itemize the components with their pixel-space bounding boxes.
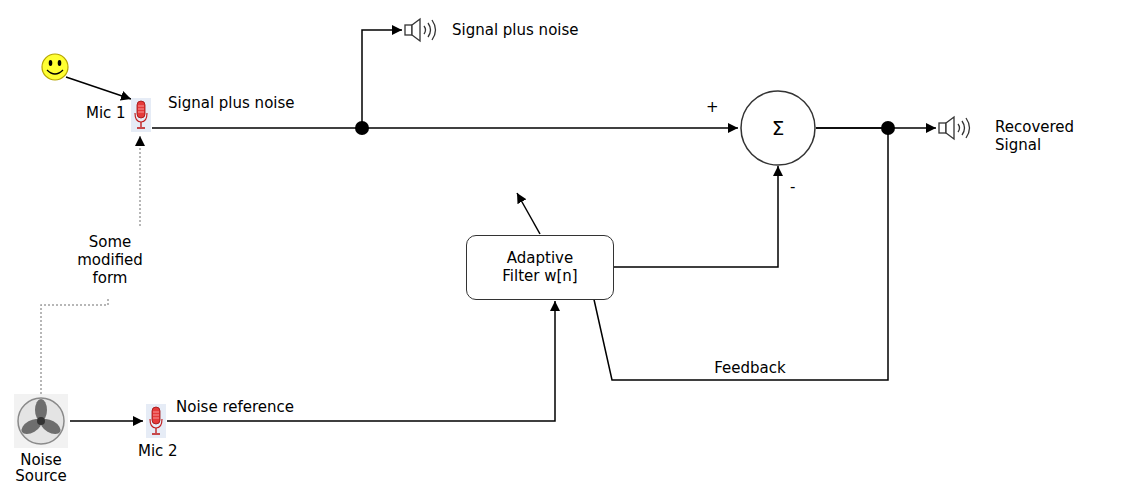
microphone-icon	[146, 404, 166, 438]
reference-wire	[167, 301, 555, 421]
signal-label: Signal plus noise	[168, 94, 295, 112]
microphone-label: Mic 2	[138, 442, 178, 460]
signal-wire	[152, 127, 738, 129]
source-label: Noise Source	[8, 452, 74, 484]
signal-connector	[614, 166, 778, 267]
speaker-icon	[939, 117, 970, 139]
signal-connector	[594, 128, 888, 380]
microphone-icon	[131, 98, 151, 132]
noise-arrow	[70, 420, 143, 422]
sign-label: -	[790, 178, 795, 196]
connector-label: Feedback	[712, 359, 787, 377]
speaker-icon	[405, 19, 436, 41]
speech-arrow	[66, 77, 131, 99]
branch-wire	[362, 30, 402, 128]
acoustic-path	[41, 297, 108, 394]
adaptation-arrow	[517, 193, 540, 234]
output-label: Recovered Signal	[995, 118, 1090, 154]
microphone-label: Mic 1	[86, 104, 126, 122]
signal-label: Noise reference	[176, 398, 294, 416]
summing-junction: Σ	[740, 90, 816, 166]
path-note: Some modified form	[64, 233, 156, 287]
adaptive-filter-box: Adaptive Filter w[n]	[466, 235, 614, 300]
box-label: Adaptive Filter w[n]	[490, 249, 590, 285]
fan-icon	[14, 394, 68, 448]
acoustic-path-arrow	[139, 136, 141, 226]
sign-label: +	[706, 98, 719, 116]
signal-label: Signal plus noise	[452, 21, 579, 39]
sum-symbol: Σ	[772, 119, 785, 137]
smiley-face	[42, 54, 68, 80]
